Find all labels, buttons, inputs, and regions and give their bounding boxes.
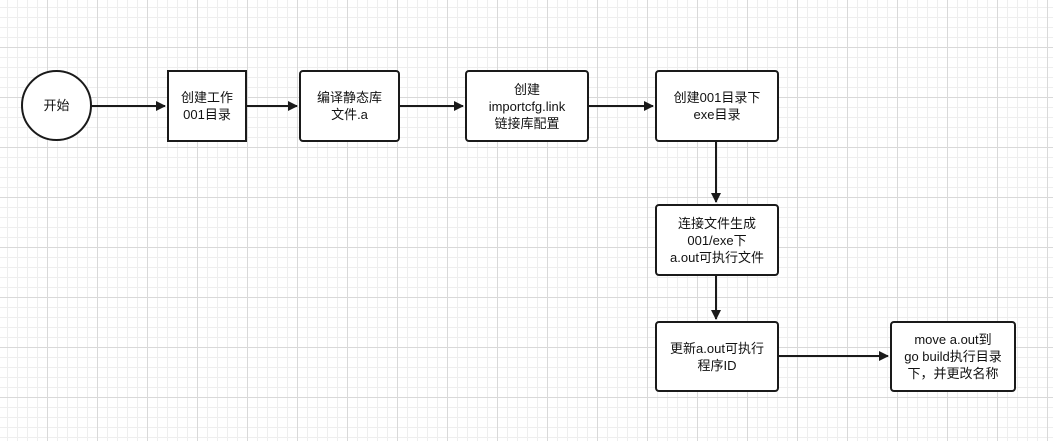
update-id-node[interactable]: 更新a.out可执行 程序ID [655,321,779,392]
move-node[interactable]: move a.out到 go build执行目录 下，并更改名称 [890,321,1016,392]
create-dir-node[interactable]: 创建工作 001目录 [167,70,247,142]
start-node[interactable]: 开始 [21,70,92,141]
importcfg-node[interactable]: 创建 importcfg.link 链接库配置 [465,70,589,142]
compile-lib-node[interactable]: 编译静态库 文件.a [299,70,400,142]
link-node[interactable]: 连接文件生成 001/exe下 a.out可执行文件 [655,204,779,276]
exe-dir-node[interactable]: 创建001目录下 exe目录 [655,70,779,142]
